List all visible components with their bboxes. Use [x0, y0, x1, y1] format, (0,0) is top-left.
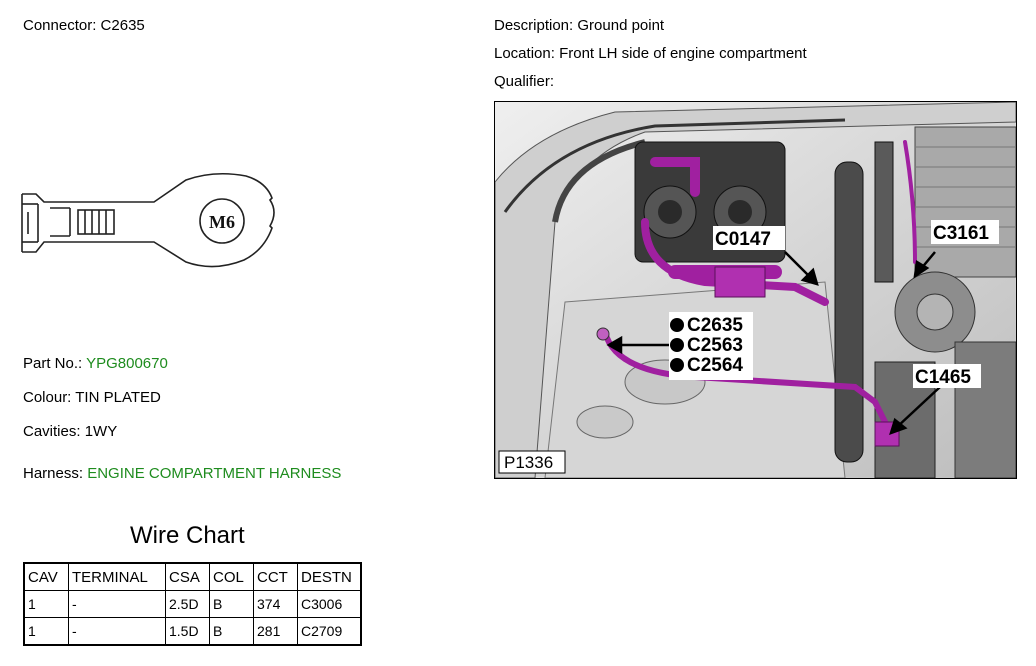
cell-col: B [209, 590, 254, 618]
cell-col: B [209, 617, 254, 646]
col-col: COL [209, 562, 254, 591]
ring-terminal-drawing: M6 [21, 172, 275, 268]
connector-value: C2635 [100, 17, 145, 34]
callout-c2564: C2564 [687, 355, 743, 376]
cell-csa: 2.5D [165, 590, 210, 618]
cell-cct: 374 [253, 590, 298, 618]
cell-cav: 1 [23, 617, 69, 646]
callout-c0147: C0147 [715, 229, 771, 250]
qualifier-line: Qualifier: [494, 73, 554, 90]
col-cct: CCT [253, 562, 298, 591]
cavities-label: Cavities: [23, 423, 81, 440]
cell-destn: C2709 [297, 617, 362, 646]
photo-ref-label: P1336 [504, 453, 553, 472]
wire-chart-title: Wire Chart [130, 522, 245, 549]
cell-cav: 1 [23, 590, 69, 618]
cavities-value: 1WY [84, 423, 118, 440]
col-cav: CAV [23, 562, 69, 591]
cell-terminal: - [68, 590, 166, 618]
part-no-label: Part No.: [23, 355, 83, 372]
part-no-line: Part No.: YPG800670 [23, 355, 168, 373]
table-row: 1 - 2.5D B 374 C3006 [23, 590, 362, 618]
part-no-value: YPG800670 [86, 355, 168, 372]
description-label: Description: [494, 17, 574, 34]
description-value: Ground point [577, 17, 665, 34]
wire-chart-table: CAV TERMINAL CSA COL CCT DESTN 1 - 2.5D … [23, 562, 362, 646]
qualifier-label: Qualifier: [494, 73, 555, 90]
harness-label: Harness: [23, 465, 84, 482]
location-line: Location: Front LH side of engine compar… [494, 45, 807, 62]
callout-c3161: C3161 [933, 223, 989, 244]
cell-destn: C3006 [297, 590, 362, 618]
description-line: Description: Ground point [494, 17, 664, 34]
wire-chart-header-row: CAV TERMINAL CSA COL CCT DESTN [23, 562, 362, 591]
colour-label: Colour: [23, 389, 72, 406]
stud-size-text: M6 [209, 212, 235, 232]
location-label: Location: [494, 45, 555, 62]
callout-c2563: C2563 [687, 335, 743, 356]
cell-terminal: - [68, 617, 166, 646]
col-terminal: TERMINAL [68, 562, 166, 591]
cell-csa: 1.5D [165, 617, 210, 646]
table-row: 1 - 1.5D B 281 C2709 [23, 617, 362, 646]
colour-value: TIN PLATED [75, 389, 161, 406]
cavities-line: Cavities: 1WY [23, 423, 117, 441]
callout-c1465: C1465 [915, 367, 971, 388]
connector-id: Connector: C2635 [23, 17, 145, 34]
location-value: Front LH side of engine compartment [559, 45, 807, 62]
col-csa: CSA [165, 562, 210, 591]
connector-label: Connector: [23, 17, 97, 34]
colour-line: Colour: TIN PLATED [23, 389, 161, 407]
cell-cct: 281 [253, 617, 298, 646]
engine-compartment-photo: C0147 C3161 C2635 C2563 C2564 C1465 P133… [494, 101, 1017, 479]
col-destn: DESTN [297, 562, 362, 591]
harness-value: ENGINE COMPARTMENT HARNESS [87, 465, 342, 482]
callout-c2635: C2635 [687, 315, 743, 336]
harness-line: Harness: ENGINE COMPARTMENT HARNESS [23, 465, 341, 483]
